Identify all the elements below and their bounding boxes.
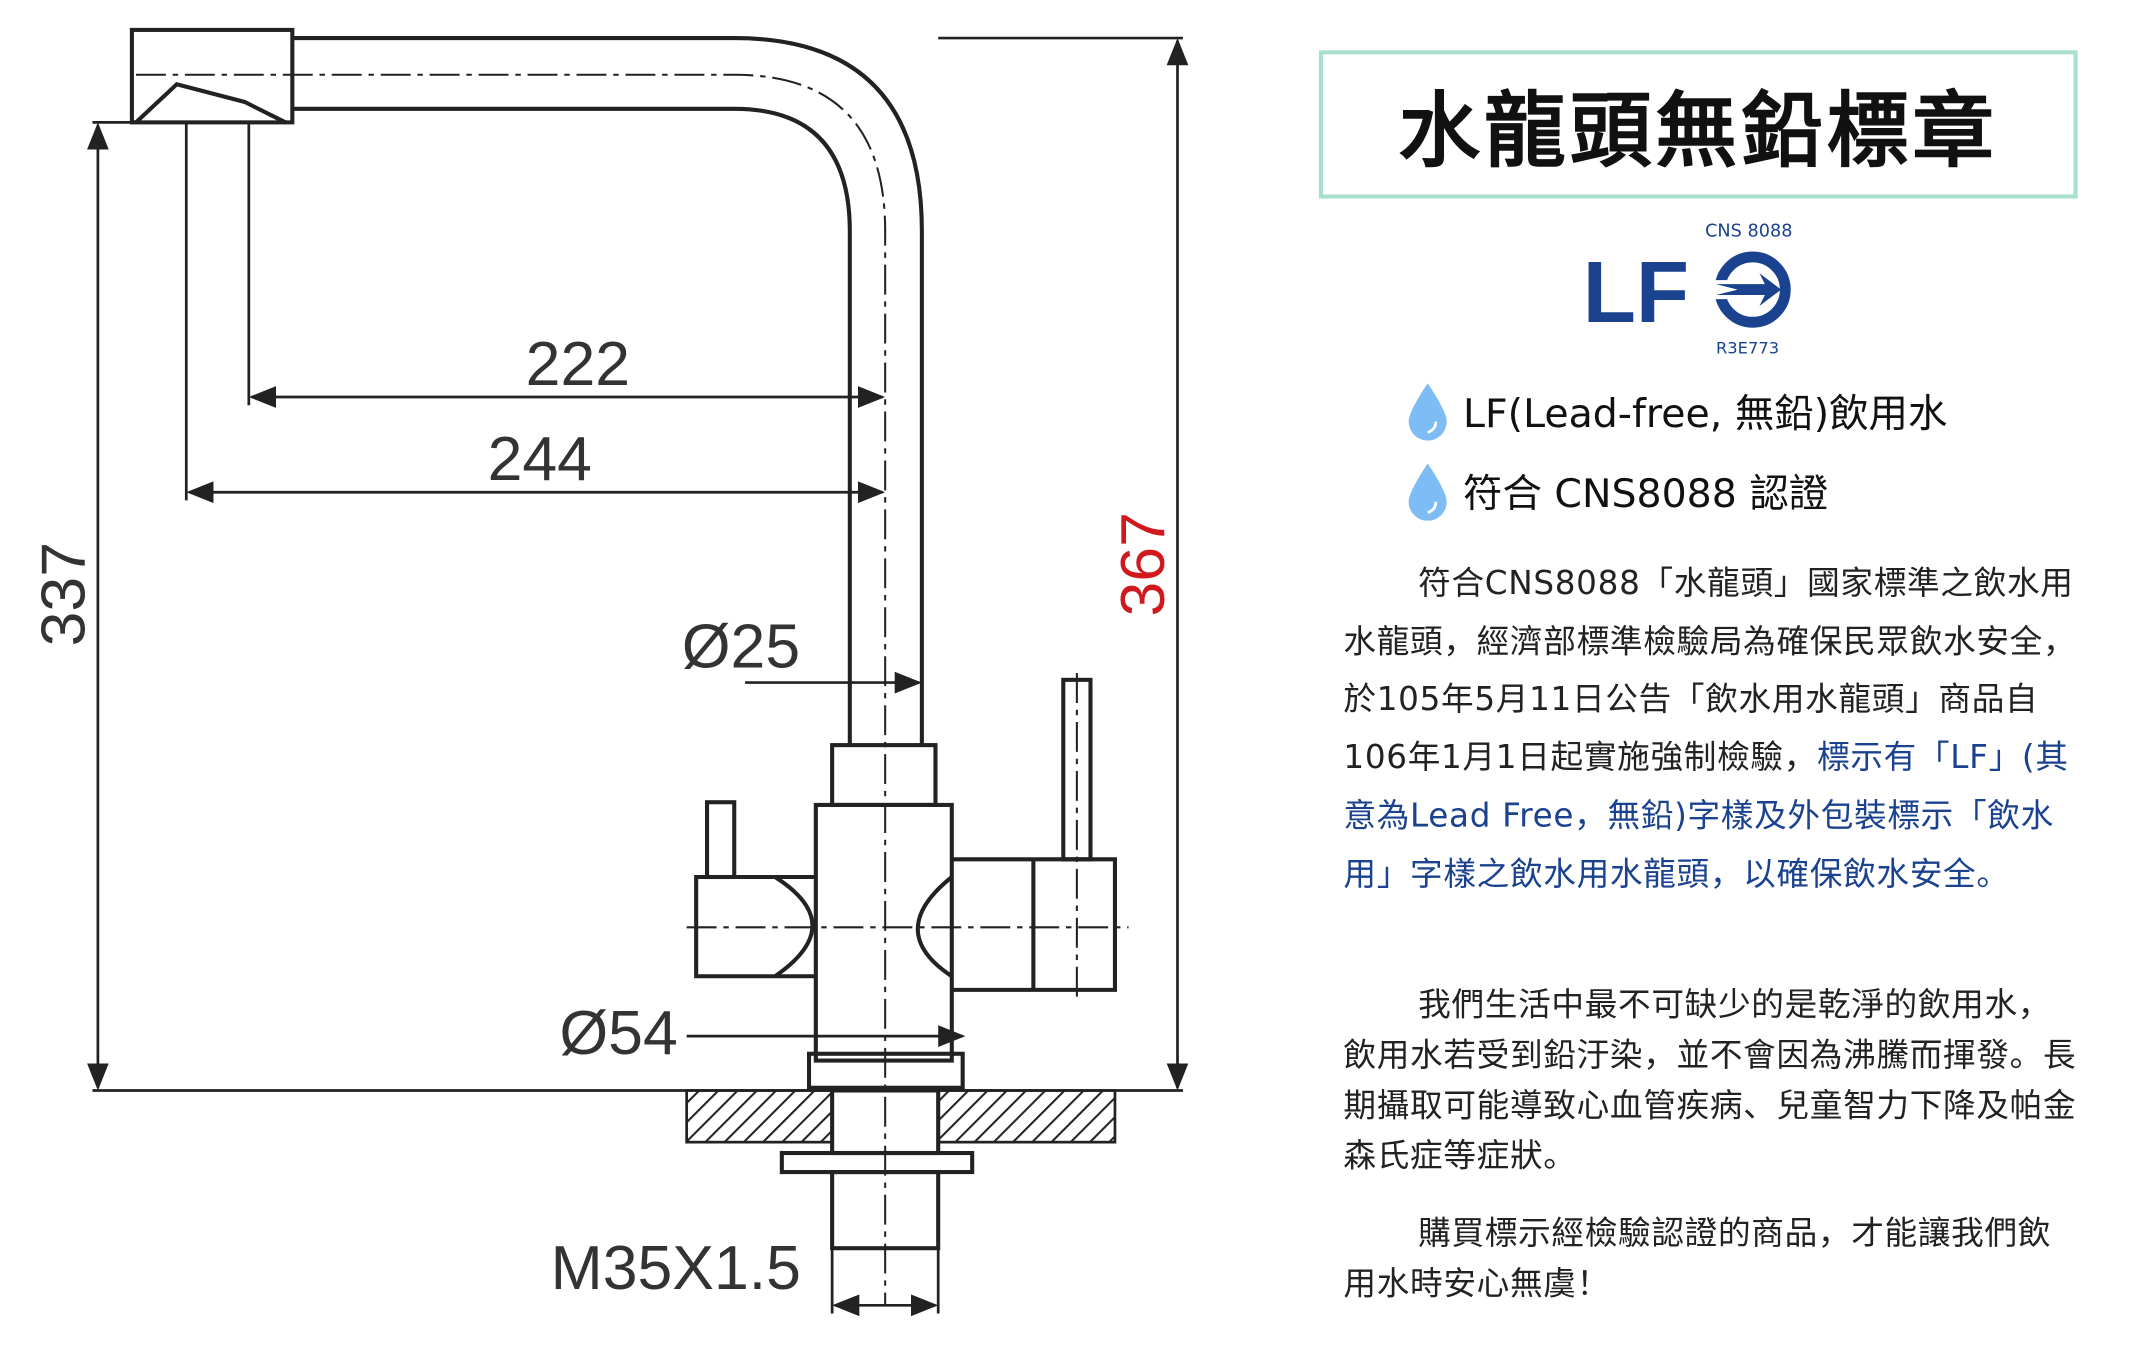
water-drop-icon: [1408, 383, 1447, 441]
dimension-222-label: 222: [526, 329, 630, 399]
counter-hatch-right: [936, 1089, 1117, 1144]
lf-mark: LF: [1582, 243, 1690, 342]
paragraph-regulation-text: 符合CNS8088「水龍頭」國家標準之飲水用水龍頭，經濟部標準檢驗局為確保民眾飲…: [1343, 564, 2077, 777]
dimension-thread-label: M35X1.5: [551, 1233, 801, 1303]
dimension-d25-label: Ø25: [682, 612, 800, 682]
bsmi-inspection-mark-icon: [1713, 251, 1791, 328]
counter-hatch-left: [685, 1089, 834, 1144]
title-box: 水龍頭無鉛標章: [1318, 50, 2078, 199]
dimension-244-label: 244: [488, 424, 592, 494]
logo-standard: CNS 8088: [1705, 221, 1793, 243]
page-title: 水龍頭無鉛標章: [1398, 84, 1999, 180]
paragraph-purchase: 購買標示經檢驗認證的商品，才能讓我們飲用水時安心無虞！: [1343, 1214, 2052, 1303]
lf-certification-logo: LF CNS 8088 R3E773: [1577, 218, 1822, 368]
paragraph-regulation-highlight: 標示有「LF」(其意為Lead Free，無鉛)字樣及外包裝標示「飲水用」字樣之…: [1343, 738, 2069, 893]
logo-code: R3E773: [1715, 338, 1780, 358]
bullet-cns8088: 符合 CNS8088 認證: [1406, 461, 1828, 521]
dimension-lines: [87, 36, 1189, 1317]
paragraph-regulation: 符合CNS8088「水龍頭」國家標準之飲水用水龍頭，經濟部標準檢驗局為確保民眾飲…: [1343, 555, 2077, 903]
dimension-367-label: 367: [1108, 512, 1178, 616]
bullet-text: 符合 CNS8088 認證: [1463, 470, 1829, 517]
bullet-text: LF(Lead-free, 無鉛)飲用水: [1463, 390, 1948, 437]
dimension-d54-label: Ø54: [560, 998, 678, 1068]
paragraph-health: 我們生活中最不可缺少的是乾淨的飲用水，飲用水若受到鉛汙染，並不會因為沸騰而揮發。…: [1343, 985, 2077, 1175]
water-drop-icon: [1408, 463, 1447, 521]
centerlines: [135, 73, 1129, 1306]
dimension-337-label: 337: [28, 542, 98, 646]
faucet-technical-drawing: 337 367 222 244 Ø25 Ø54 M35X1.5: [28, 27, 1189, 1317]
bullet-lead-free: LF(Lead-free, 無鉛)飲用水: [1406, 381, 1947, 441]
